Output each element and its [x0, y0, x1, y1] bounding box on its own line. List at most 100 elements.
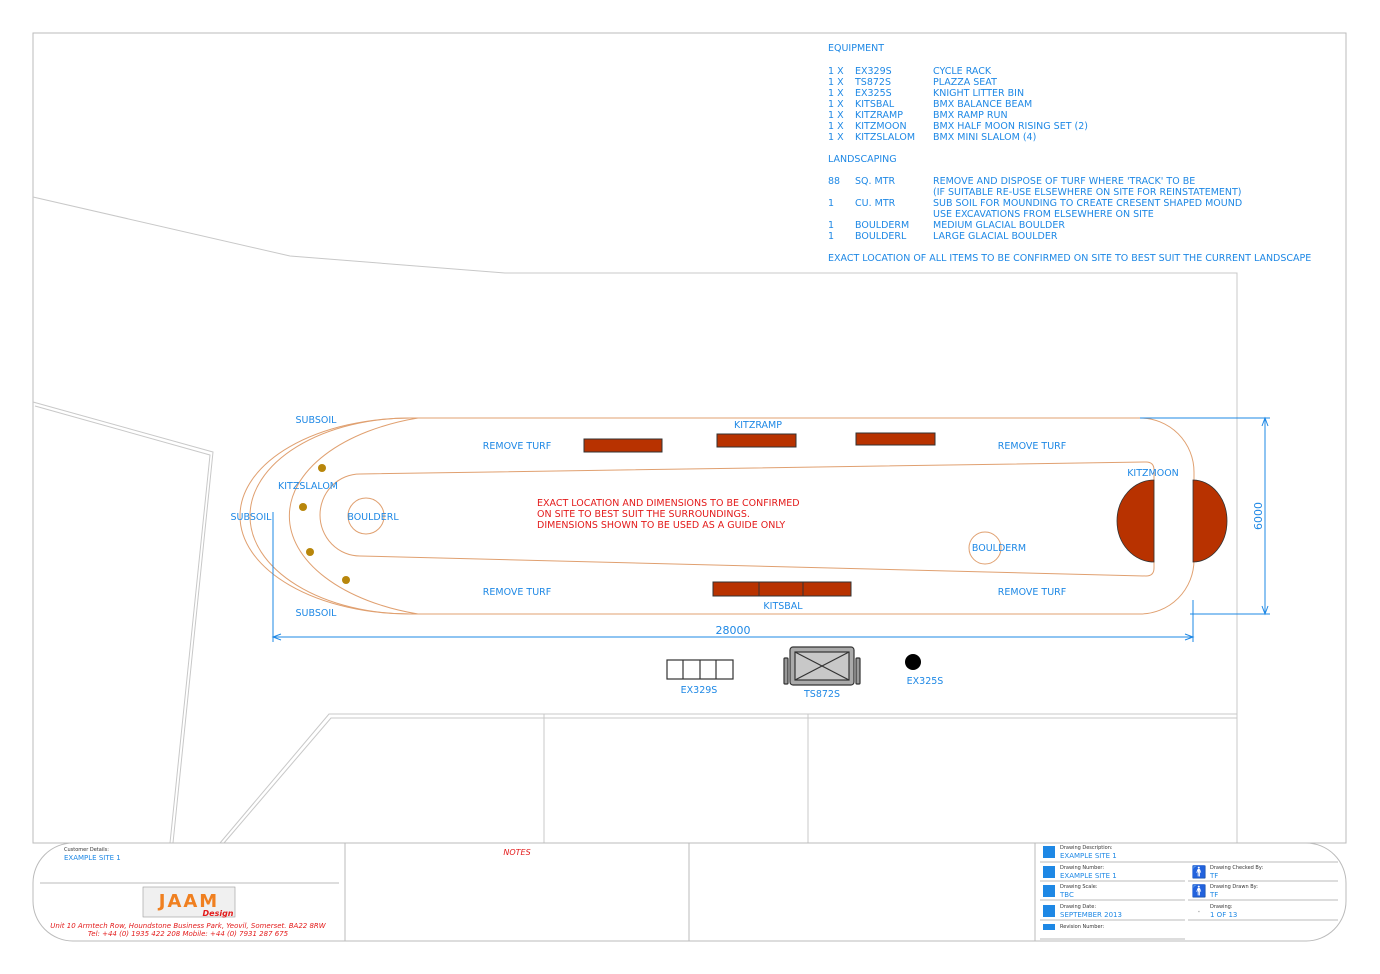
- arrow-down: [1261, 605, 1269, 616]
- drawing-number-value: EXAMPLE SITE 1: [1060, 872, 1117, 880]
- equipment-qty: 1 X: [828, 110, 844, 121]
- equipment-code: EX325S: [855, 88, 892, 99]
- track-outer-edge: [249, 417, 1195, 615]
- equipment-row: 1 X EX325S KNIGHT LITTER BIN: [828, 88, 1024, 99]
- equipment-desc: CYCLE RACK: [933, 66, 992, 77]
- equipment-desc: BMX MINI SLALOM (4): [933, 132, 1036, 143]
- landscaping-qty: 1: [828, 231, 834, 242]
- checked-by-label: Drawing Checked By:: [1210, 865, 1263, 871]
- remove-turf-label: REMOVE TURF: [483, 587, 551, 598]
- landscaping-unit: BOULDERL: [855, 231, 907, 242]
- landscaping-desc: MEDIUM GLACIAL BOULDER: [933, 220, 1065, 231]
- equipment-code: KITZMOON: [855, 121, 907, 132]
- dimension-lines: [271, 416, 1270, 642]
- equipment-desc: BMX RAMP RUN: [933, 110, 1008, 121]
- track-layout: [239, 417, 1195, 615]
- person-icon: 🚹: [1192, 865, 1207, 879]
- landscaping-row: 1 BOULDERL LARGE GLACIAL BOULDER: [828, 231, 1058, 242]
- revision-number-label: Revision Number:: [1060, 924, 1104, 930]
- equipment-row: 1 X KITSBAL BMX BALANCE BEAM: [828, 99, 1032, 110]
- track-inner-island: [319, 461, 1155, 577]
- person-icon: 🚹: [1192, 884, 1207, 898]
- logo-text: JAAM: [157, 891, 219, 912]
- warning-line: DIMENSIONS SHOWN TO BE USED AS A GUIDE O…: [537, 520, 785, 531]
- half-moon-left: [1116, 479, 1155, 563]
- customer-details-value: EXAMPLE SITE 1: [64, 854, 121, 862]
- landscaping-qty: 88: [828, 176, 840, 187]
- company-address: Unit 10 Armtech Row, Houndstone Business…: [50, 922, 327, 930]
- slalom-cone: [318, 464, 326, 472]
- equipment-row: 1 X TS872S PLAZZA SEAT: [828, 77, 997, 88]
- width-dimension: 6000: [1252, 502, 1265, 530]
- arrow-left: [271, 633, 282, 641]
- equipment-qty: 1 X: [828, 66, 844, 77]
- site-boundaries: [32, 196, 1238, 844]
- drawn-by-value: TF: [1209, 891, 1218, 899]
- half-moon-right: [1192, 479, 1228, 563]
- drawing-frame: [32, 32, 1347, 844]
- equipment-code: KITSBAL: [855, 99, 895, 110]
- logo-subtext: Design: [203, 909, 234, 918]
- drawing-sheet-value: 1 OF 13: [1210, 911, 1237, 919]
- equipment-desc: KNIGHT LITTER BIN: [933, 88, 1024, 99]
- subsoil-mound-outer: [288, 417, 419, 615]
- litter-bin-symbol: [905, 654, 921, 670]
- slalom-cone: [306, 548, 314, 556]
- drawing-description-value: EXAMPLE SITE 1: [1060, 852, 1117, 860]
- jaam-logo: JAAM Design: [142, 886, 236, 918]
- equipment-row: 1 X KITZSLALOM BMX MINI SLALOM (4): [828, 132, 1036, 143]
- equipment-qty: 1 X: [828, 132, 844, 143]
- equipment-code: KITZSLALOM: [855, 132, 915, 143]
- drawn-by-label: Drawing Drawn By:: [1210, 884, 1258, 890]
- subsoil-label-bottom: SUBSOIL: [296, 608, 338, 619]
- calendar-icon: [1043, 905, 1055, 917]
- sheet-icon: ⋅: [1197, 907, 1200, 918]
- landscaping-desc-2: USE EXCAVATIONS FROM ELSEWHERE ON SITE: [933, 209, 1154, 220]
- remove-turf-label: REMOVE TURF: [998, 441, 1066, 452]
- equipment-row: 1 X KITZRAMP BMX RAMP RUN: [828, 110, 1008, 121]
- equipment-qty: 1 X: [828, 88, 844, 99]
- remove-turf-label: REMOVE TURF: [998, 587, 1066, 598]
- drawing-scale-value: TBC: [1059, 891, 1074, 899]
- title-block: Customer Details: EXAMPLE SITE 1 NOTES J…: [32, 842, 1347, 942]
- landscaping-desc: REMOVE AND DISPOSE OF TURF WHERE 'TRACK'…: [933, 176, 1195, 187]
- equipment-schedule: EQUIPMENT 1 X EX329S CYCLE RACK 1 X TS87…: [828, 43, 1088, 143]
- boulderm-label: BOULDERM: [972, 543, 1026, 554]
- landscaping-desc: SUB SOIL FOR MOUNDING TO CREATE CRESENT …: [933, 198, 1242, 209]
- ramp-section: [716, 433, 797, 448]
- checked-by-value: TF: [1209, 872, 1218, 880]
- boulderl-label: BOULDERL: [347, 512, 399, 523]
- ex325s-label: EX325S: [907, 676, 944, 687]
- plan-labels: SUBSOIL SUBSOIL SUBSOIL KITZSLALOM BOULD…: [231, 415, 1179, 619]
- landscaping-heading: LANDSCAPING: [828, 154, 897, 165]
- warning-line: ON SITE TO BEST SUIT THE SURROUNDINGS.: [537, 509, 750, 520]
- scale-icon: [1043, 885, 1055, 897]
- beam-section: [802, 581, 852, 597]
- equipment-row: 1 X EX329S CYCLE RACK: [828, 66, 992, 77]
- customer-details-label: Customer Details:: [64, 847, 109, 853]
- beam-section: [758, 581, 804, 597]
- slalom-cone: [342, 576, 350, 584]
- ex329s-label: EX329S: [681, 685, 718, 696]
- landscaping-unit: CU. MTR: [855, 198, 896, 209]
- subsoil-mound-edge: [239, 417, 411, 615]
- company-phones: Tel: +44 (0) 1935 422 208 Mobile: +44 (0…: [88, 930, 289, 938]
- revision-icon: [1043, 924, 1055, 930]
- equipment-code: TS872S: [854, 77, 891, 88]
- ts872s-label: TS872S: [803, 689, 840, 700]
- document-icon: [1043, 866, 1055, 878]
- kitsbal-label: KITSBAL: [763, 601, 803, 612]
- landscaping-qty: 1: [828, 220, 834, 231]
- balance-beam: [712, 581, 852, 597]
- landscaping-desc: LARGE GLACIAL BOULDER: [933, 231, 1058, 242]
- slalom-cone: [299, 503, 307, 511]
- drawing-scale-label: Drawing Scale:: [1060, 884, 1098, 890]
- ramp-section: [583, 438, 663, 453]
- boulder-medium: [968, 531, 1002, 565]
- landscaping-schedule: LANDSCAPING 88 SQ. MTR REMOVE AND DISPOS…: [828, 154, 1311, 264]
- drawing-date-label: Drawing Date:: [1060, 904, 1096, 910]
- drawing-date-value: SEPTEMBER 2013: [1060, 911, 1122, 919]
- description-icon: [1043, 846, 1055, 858]
- ramp-run: [583, 432, 936, 453]
- landscaping-row: 1 BOULDERM MEDIUM GLACIAL BOULDER: [828, 220, 1065, 231]
